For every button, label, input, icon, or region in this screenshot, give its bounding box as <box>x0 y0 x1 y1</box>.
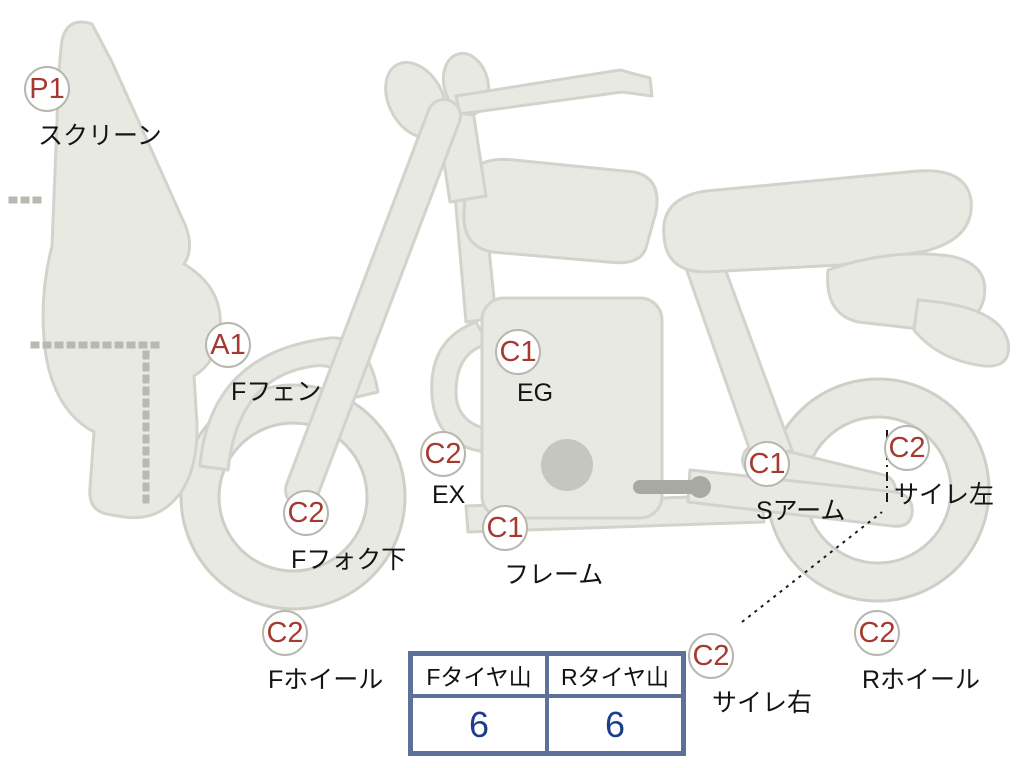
front-wheel <box>179 383 407 611</box>
marker-exhaust: C2 EX <box>420 431 466 510</box>
front-fairing <box>8 20 222 520</box>
marker-engine-code: C1 <box>495 329 541 375</box>
seat <box>662 169 973 274</box>
marker-frame: C1 フレーム <box>482 505 603 591</box>
marker-front-fender: A1 Fフェン <box>205 322 321 408</box>
marker-silencer-left-code: C2 <box>884 425 930 471</box>
marker-engine-label: EG <box>517 379 554 407</box>
marker-front-fork-lower-label: Fフォク下 <box>291 546 407 574</box>
front-fender <box>198 336 380 472</box>
marker-screen-label: スクリーン <box>38 122 162 150</box>
fairing-seams <box>8 196 166 512</box>
marker-rear-wheel-label: Rホイール <box>862 666 981 694</box>
marker-front-wheel-label: Fホイール <box>268 666 384 694</box>
marker-screen-code: P1 <box>24 66 70 112</box>
marker-front-wheel-code: C2 <box>262 610 308 656</box>
marker-silencer-left: C2 サイレ左 <box>884 425 994 511</box>
marker-silencer-left-label: サイレ左 <box>894 481 995 509</box>
fuel-tank <box>462 157 659 265</box>
marker-exhaust-label: EX <box>432 481 466 509</box>
leader-lines <box>741 430 888 623</box>
rear-tread-header: Rタイヤ山 <box>547 654 683 696</box>
front-tread-header: Fタイヤ山 <box>411 654 547 696</box>
marker-silencer-right-label: サイレ右 <box>712 689 813 717</box>
marker-front-wheel: C2 Fホイール <box>262 610 383 696</box>
muffler <box>686 468 914 528</box>
marker-rear-wheel: C2 Rホイール <box>854 610 980 696</box>
marker-silencer-right-code: C2 <box>688 633 734 679</box>
marker-silencer-right: C2 サイレ右 <box>688 633 812 719</box>
front-fork <box>284 98 462 508</box>
tire-tread-table: Fタイヤ山 Rタイヤ山 6 6 <box>408 651 686 756</box>
marker-frame-code: C1 <box>482 505 528 551</box>
marker-frame-label: フレーム <box>504 561 604 589</box>
rear-tread-value: 6 <box>547 696 683 753</box>
marker-screen: P1 スクリーン <box>24 66 162 152</box>
rear-fender <box>912 298 1010 368</box>
rear-frame-tube <box>684 264 794 464</box>
marker-front-fork-lower: C2 Fフォク下 <box>283 490 406 576</box>
marker-front-fender-label: Fフェン <box>231 378 322 406</box>
marker-swing-arm-label: Sアーム <box>756 497 846 525</box>
marker-rear-wheel-code: C2 <box>854 610 900 656</box>
marker-front-fender-code: A1 <box>205 322 251 368</box>
marker-swing-arm-code: C1 <box>744 441 790 487</box>
marker-front-fork-lower-code: C2 <box>283 490 329 536</box>
front-tread-value: 6 <box>411 696 547 753</box>
marker-exhaust-code: C2 <box>420 431 466 477</box>
kick-pedal <box>633 476 711 498</box>
crank-cover <box>541 439 593 491</box>
marker-engine: C1 EG <box>495 329 553 408</box>
marker-swing-arm: C1 Sアーム <box>744 441 845 527</box>
